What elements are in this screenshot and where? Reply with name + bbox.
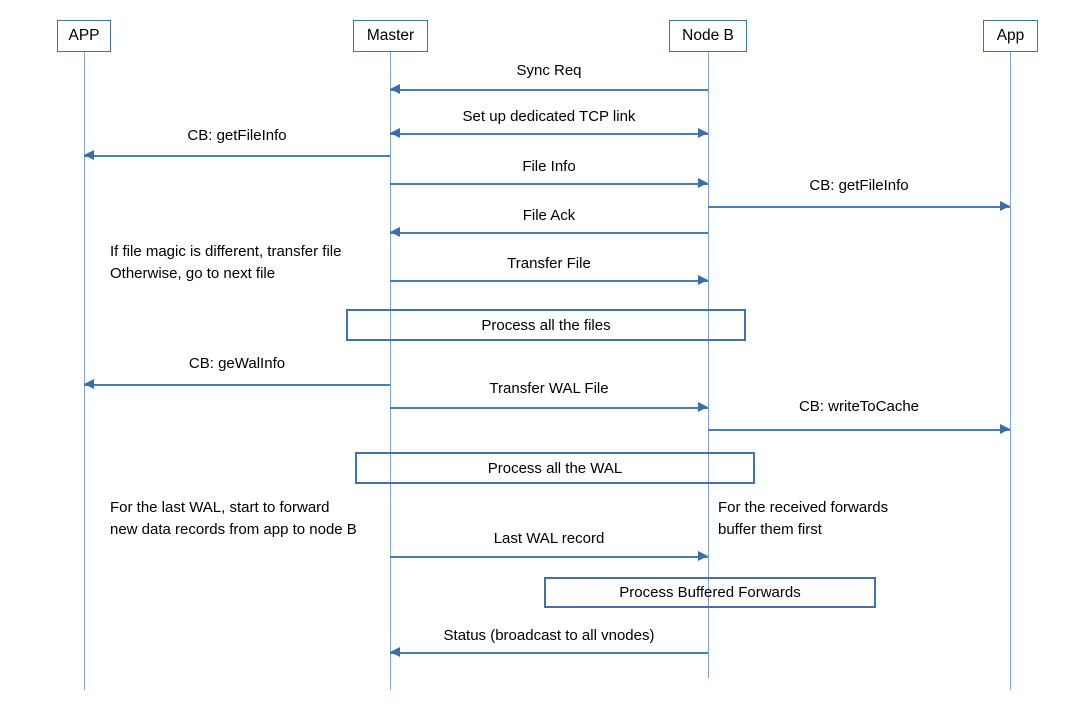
- message-line-last-wal-record: [390, 556, 708, 558]
- message-label-sync-req: Sync Req: [516, 62, 582, 79]
- message-label-cb-getfileinfo-right: CB: getFileInfo: [809, 177, 909, 194]
- message-line-cb-writetocache: [708, 429, 1010, 431]
- lifeline-header-app-left[interactable]: APP: [57, 20, 111, 52]
- message-line-transfer-file: [390, 280, 708, 282]
- lifeline-header-app-right[interactable]: App: [983, 20, 1038, 52]
- lifeline-label-app-right: App: [996, 27, 1025, 44]
- message-line-cb-getfileinfo-right: [708, 206, 1010, 208]
- annotation-received-forwards: For the received forwards buffer them fi…: [718, 499, 889, 538]
- note-process-all-wal[interactable]: Process all the WAL: [355, 452, 755, 484]
- arrow-head-sync-req: [390, 84, 400, 94]
- message-label-file-info: File Info: [522, 158, 576, 175]
- message-label-cb-getfileinfo-left: CB: getFileInfo: [187, 127, 287, 144]
- message-line-setup-tcp-link: [390, 133, 708, 135]
- lifeline-stem-node-b: [707, 52, 709, 678]
- message-line-status-broadcast: [390, 652, 708, 654]
- arrow-head-cb-getfileinfo-left: [84, 150, 94, 160]
- message-line-transfer-wal-file: [390, 407, 708, 409]
- message-label-transfer-wal-file: Transfer WAL File: [489, 380, 609, 397]
- arrow-head-setup-tcp-link-right: [698, 128, 708, 138]
- message-label-status-broadcast: Status (broadcast to all vnodes): [443, 627, 655, 644]
- message-label-last-wal-record: Last WAL record: [493, 530, 605, 547]
- arrow-head-setup-tcp-link-left: [390, 128, 400, 138]
- message-label-transfer-file: Transfer File: [507, 255, 591, 272]
- message-label-cb-writetocache: CB: writeToCache: [798, 398, 920, 415]
- lifeline-stem-app-left: [83, 52, 85, 690]
- arrow-head-last-wal-record: [698, 551, 708, 561]
- lifeline-stem-master: [389, 52, 391, 690]
- arrow-head-cb-writetocache: [1000, 424, 1010, 434]
- lifeline-header-master[interactable]: Master: [353, 20, 428, 52]
- message-label-file-ack: File Ack: [522, 207, 576, 224]
- message-line-cb-getfileinfo-left: [84, 155, 390, 157]
- arrow-head-transfer-file: [698, 275, 708, 285]
- arrow-head-file-ack: [390, 227, 400, 237]
- note-label-process-buffered-forwards: Process Buffered Forwards: [619, 584, 801, 601]
- arrow-head-cb-gewalinfo: [84, 379, 94, 389]
- annotation-file-magic: If file magic is different, transfer fil…: [110, 243, 342, 282]
- note-process-buffered-forwards[interactable]: Process Buffered Forwards: [544, 577, 876, 608]
- arrow-head-file-info: [698, 178, 708, 188]
- message-line-file-ack: [390, 232, 708, 234]
- note-label-process-all-files: Process all the files: [481, 316, 611, 334]
- message-line-sync-req: [390, 89, 708, 91]
- message-line-cb-gewalinfo: [84, 384, 390, 386]
- message-label-setup-tcp-link: Set up dedicated TCP link: [462, 108, 636, 125]
- arrow-head-status-broadcast: [390, 647, 400, 657]
- message-line-file-info: [390, 183, 708, 185]
- arrow-head-cb-getfileinfo-right: [1000, 201, 1010, 211]
- note-process-all-files[interactable]: Process all the files: [346, 309, 746, 341]
- lifeline-label-master: Master: [366, 27, 415, 44]
- message-label-cb-gewalinfo: CB: geWalInfo: [188, 355, 286, 372]
- lifeline-stem-app-right: [1009, 52, 1011, 690]
- lifeline-label-app-left: APP: [68, 27, 100, 44]
- arrow-head-transfer-wal-file: [698, 402, 708, 412]
- lifeline-label-node-b: Node B: [682, 27, 734, 44]
- lifeline-header-node-b[interactable]: Node B: [669, 20, 747, 52]
- note-label-process-all-wal: Process all the WAL: [487, 459, 623, 477]
- annotation-last-wal-forward: For the last WAL, start to forward new d…: [110, 499, 357, 538]
